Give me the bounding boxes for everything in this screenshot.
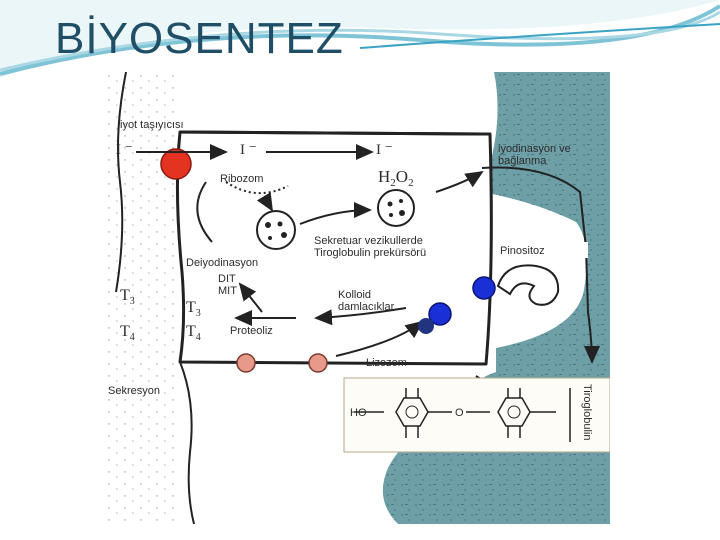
secretory-vesicle-icon [377, 189, 415, 227]
colloid-droplet-2-icon [428, 302, 452, 326]
label-t3-cell: T3 [186, 299, 201, 319]
label-iodination-2: bağlanma [498, 155, 547, 167]
label-secretion: Sekresyon [108, 385, 160, 397]
golgi-vesicle-icon [256, 210, 296, 250]
colloid-droplet-icon [472, 276, 496, 300]
label-lysosome: Lizozom [366, 357, 407, 369]
label-mit: MIT [218, 285, 237, 297]
label-colloid-2: damlacıklar [338, 301, 395, 313]
cell-top-membrane [179, 130, 483, 136]
label-iodide-2: I ⁻ [240, 142, 257, 158]
header-swoosh [0, 0, 720, 78]
label-thyroglobulin: Tiroglobulin [581, 384, 593, 440]
arrow-deiodination-loop [196, 181, 213, 243]
label-secretory-1: Sekretuar vezikullerde [314, 235, 423, 247]
follicular-cell [175, 130, 493, 366]
tyrosine-ring-2-inner [507, 405, 521, 419]
label-iodide-1: I ⁻ [116, 142, 133, 158]
swoosh-line-3 [359, 23, 720, 49]
label-t4-secreted: T4 [120, 323, 135, 343]
pinocytosis-cup-icon [496, 264, 560, 306]
lysosome-dark-icon [418, 318, 434, 334]
arrow-to-colloid [583, 247, 600, 364]
thyroid-biosynthesis-figure: iyot taşıyıcısı I ⁻ I ⁻ I ⁻ Ribozom H2O2… [106, 72, 610, 524]
label-proteolysis: Proteoliz [230, 325, 273, 337]
ribosome-chain-icon [225, 181, 289, 195]
label-ether-o: O [455, 407, 464, 419]
label-ribosome: Ribozom [220, 173, 263, 185]
lysosome-icon-1 [236, 353, 256, 373]
arrow-ribosome-to-vesicle [256, 192, 274, 212]
thyroglobulin-inset [343, 377, 610, 453]
arrow-lysosome-fusion [335, 320, 424, 357]
label-iodination-1: iyodinasyon ve [498, 143, 571, 155]
label-t3-secreted: T3 [120, 287, 135, 307]
outer-membrane-left [115, 72, 127, 293]
label-dit: DIT [218, 273, 236, 285]
iodide-pump-icon [160, 148, 192, 180]
swoosh-fill [0, 0, 720, 78]
label-secretory-2: Tiroglobulin prekürsörü [314, 247, 426, 259]
slide-title: BİYOSENTEZ [55, 14, 344, 63]
label-h2o2: H2O2 [378, 167, 414, 189]
swoosh-line-2 [0, 10, 720, 72]
label-ho: HO [350, 407, 367, 419]
arrow-h2o2-oxidation [435, 170, 484, 193]
label-deiodination: Deiyodinasyon [186, 257, 258, 269]
arrow-vesicle-transport [299, 202, 372, 225]
label-iodide-carrier: iyot taşıyıcısı [120, 119, 184, 131]
lysosome-icon-2 [308, 353, 328, 373]
outer-membrane-lower [179, 361, 195, 524]
label-iodide-3: I ⁻ [376, 142, 393, 158]
arrow-dit-mit [238, 282, 263, 313]
tyrosine-ring-1-inner [405, 405, 419, 419]
extracellular-texture [106, 72, 176, 524]
pinocytosis-label-bg [496, 242, 588, 258]
arrow-exocytosis [481, 166, 587, 249]
diagram-canvas: iyot taşıyıcısı I ⁻ I ⁻ I ⁻ Ribozom H2O2… [106, 72, 610, 524]
label-colloid-1: Kolloid [338, 289, 371, 301]
label-t4-cell: T4 [186, 323, 201, 343]
label-pinocytosis: Pinositoz [500, 245, 545, 257]
arrow-colloid-droplet [314, 307, 407, 326]
